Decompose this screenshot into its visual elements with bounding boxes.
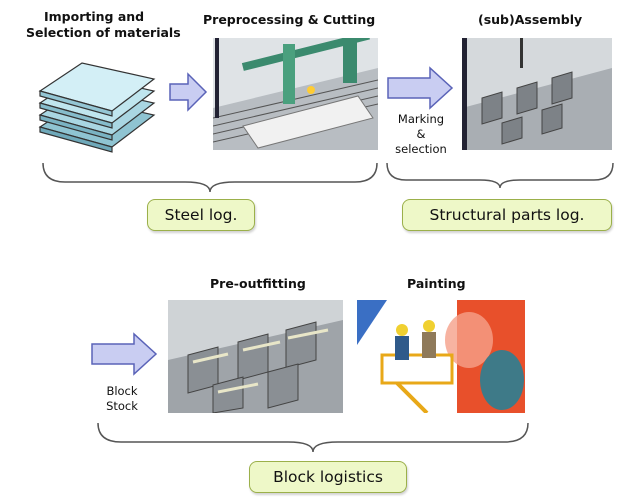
steel-log-tag: Steel log. (147, 199, 255, 231)
steel-plates-illustration (34, 55, 159, 155)
flow-arrow-1 (168, 72, 208, 112)
block-stock-line-1: Block (106, 384, 138, 398)
importing-line-1: Importing and (44, 9, 145, 24)
marking-line-2: & (416, 127, 426, 141)
marking-selection-note: Marking & selection (386, 112, 456, 157)
painting-image (357, 300, 525, 413)
flow-arrow-2 (386, 66, 456, 110)
brace-block-logistics (95, 420, 531, 454)
subassembly-label: (sub)Assembly (478, 12, 583, 27)
block-stock-note: Block Stock (92, 384, 152, 414)
preprocessing-label: Preprocessing & Cutting (203, 12, 376, 27)
subassembly-image (462, 38, 612, 150)
cutting-machine-image (213, 38, 378, 150)
importing-label: Importing and Selection of materials (26, 9, 186, 41)
block-stock-line-2: Stock (106, 399, 138, 413)
painting-label: Painting (407, 276, 466, 291)
block-logistics-tag: Block logistics (249, 461, 407, 493)
preoutfitting-image (168, 300, 343, 413)
brace-steel-log (40, 160, 380, 194)
brace-structural-parts (384, 160, 616, 190)
preoutfitting-label: Pre-outfitting (210, 276, 306, 291)
importing-line-2: Selection of materials (26, 25, 181, 40)
structural-parts-log-tag: Structural parts log. (402, 199, 612, 231)
marking-line-1: Marking (397, 112, 445, 126)
marking-line-3: selection (395, 142, 447, 156)
flow-arrow-3 (90, 332, 160, 376)
